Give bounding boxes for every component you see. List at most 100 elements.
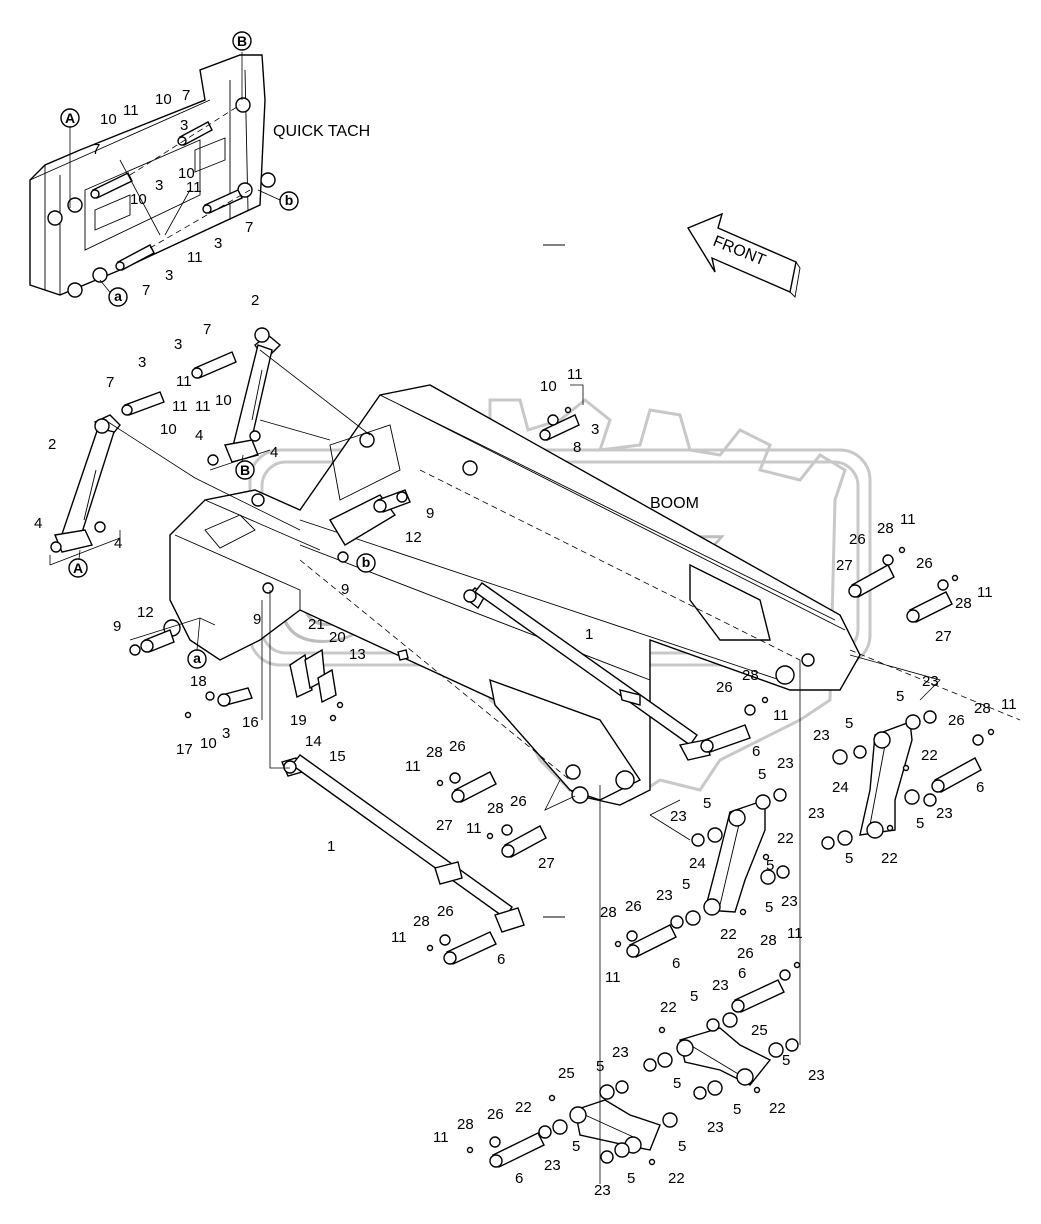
boom-boss	[251, 493, 265, 507]
part-number-11: 11	[176, 373, 192, 390]
part-number-24: 24	[689, 855, 706, 872]
part-number-11: 11	[391, 929, 407, 946]
svg-text:b: b	[285, 192, 294, 208]
part-number-8: 8	[573, 439, 581, 456]
bushing-washer-set	[538, 710, 937, 1164]
part-number-callouts: 11 10 7 10 7 3 3 10 10 11 7 3 3 11 7 2 7…	[34, 87, 1017, 1199]
boom-frame	[169, 384, 861, 806]
part-number-3: 3	[165, 267, 173, 284]
part-number-11: 11	[787, 925, 803, 942]
part-number-28: 28	[877, 520, 894, 537]
ref-circle-B-top: B	[232, 31, 252, 51]
quick-tach-boss	[260, 172, 276, 188]
retainer-clips	[50, 406, 995, 1166]
part-number-9: 9	[253, 611, 261, 628]
part-number-11: 11	[977, 584, 993, 601]
part-number-26: 26	[437, 903, 454, 920]
part-number-7: 7	[142, 282, 150, 299]
part-number-11: 11	[433, 1129, 449, 1146]
part-number-3: 3	[174, 336, 182, 353]
quick-tach-boss	[92, 267, 108, 283]
link-25-upper	[676, 1027, 772, 1086]
ref-circle-B-mid: B	[235, 460, 255, 480]
boom-boss	[462, 460, 478, 476]
boom-assembly	[163, 384, 1021, 806]
part-number-28: 28	[974, 700, 991, 717]
part-number-27: 27	[935, 628, 952, 645]
part-number-11: 11	[567, 366, 583, 383]
part-number-22: 22	[660, 999, 677, 1016]
part-number-17: 17	[176, 741, 193, 758]
part-number-3: 3	[222, 725, 230, 742]
ref-circle-a-top: a	[108, 287, 128, 307]
quick-tach-pin	[177, 121, 213, 146]
boom-boss	[565, 764, 581, 780]
part-number-28: 28	[457, 1116, 474, 1133]
part-number-24: 24	[832, 779, 849, 796]
quick-tach-boss	[67, 197, 83, 213]
part-number-11: 11	[466, 820, 482, 837]
part-number-3: 3	[214, 235, 222, 252]
part-number-5: 5	[765, 899, 773, 916]
part-number-2: 2	[48, 436, 56, 453]
part-number-23: 23	[670, 808, 687, 825]
svg-text:B: B	[240, 462, 250, 478]
part-number-5: 5	[627, 1170, 635, 1187]
part-number-11: 11	[123, 102, 139, 119]
quick-tach-boss	[67, 282, 83, 298]
pin-16	[217, 687, 253, 707]
part-number-10: 10	[155, 91, 172, 108]
pin-12-left	[140, 629, 175, 653]
part-number-12: 12	[405, 529, 422, 546]
quick-tach-pin	[202, 189, 243, 214]
part-number-28: 28	[742, 667, 759, 684]
part-number-22: 22	[881, 850, 898, 867]
part-number-21: 21	[308, 616, 325, 633]
part-number-23: 23	[707, 1119, 724, 1136]
part-number-7: 7	[203, 321, 211, 338]
part-number-26: 26	[510, 793, 527, 810]
part-number-23: 23	[712, 977, 729, 994]
link-25-lower	[569, 1099, 661, 1154]
part-number-11: 11	[187, 249, 203, 266]
part-number-26: 26	[625, 898, 642, 915]
part-number-7: 7	[245, 219, 253, 236]
quick-tach-pin	[115, 244, 155, 271]
part-number-6: 6	[515, 1170, 523, 1187]
boom-boss	[775, 665, 795, 685]
part-number-15: 15	[329, 748, 346, 765]
part-number-5: 5	[845, 850, 853, 867]
part-number-9: 9	[113, 618, 121, 635]
part-number-5: 5	[682, 876, 690, 893]
part-number-4: 4	[195, 427, 203, 444]
link-24-center	[703, 799, 766, 916]
part-number-5: 5	[766, 857, 774, 874]
part-number-28: 28	[426, 744, 443, 761]
part-number-5: 5	[596, 1058, 604, 1075]
svg-text:b: b	[362, 554, 371, 570]
ref-circle-a-mid: a	[187, 649, 207, 669]
part-number-23: 23	[777, 755, 794, 772]
part-number-23: 23	[656, 887, 673, 904]
part-number-28: 28	[760, 932, 777, 949]
part-number-6: 6	[738, 965, 746, 982]
part-number-12: 12	[137, 604, 154, 621]
part-number-5: 5	[758, 766, 766, 783]
part-number-9: 9	[341, 581, 349, 598]
part-number-25: 25	[751, 1022, 768, 1039]
ref-circle-A-top: A	[60, 108, 80, 128]
pin-7-a	[121, 391, 165, 416]
pin-27-a	[848, 564, 895, 598]
part-number-3: 3	[155, 177, 163, 194]
part-number-23: 23	[594, 1182, 611, 1199]
quick-tach-boss	[47, 210, 63, 226]
pin-6-upper	[700, 724, 751, 753]
part-number-5: 5	[673, 1075, 681, 1092]
part-number-28: 28	[413, 913, 430, 930]
part-number-19: 19	[290, 712, 307, 729]
part-number-23: 23	[936, 805, 953, 822]
part-number-22: 22	[668, 1170, 685, 1187]
part-number-18: 18	[190, 673, 207, 690]
svg-text:B: B	[237, 33, 247, 49]
part-number-5: 5	[690, 988, 698, 1005]
